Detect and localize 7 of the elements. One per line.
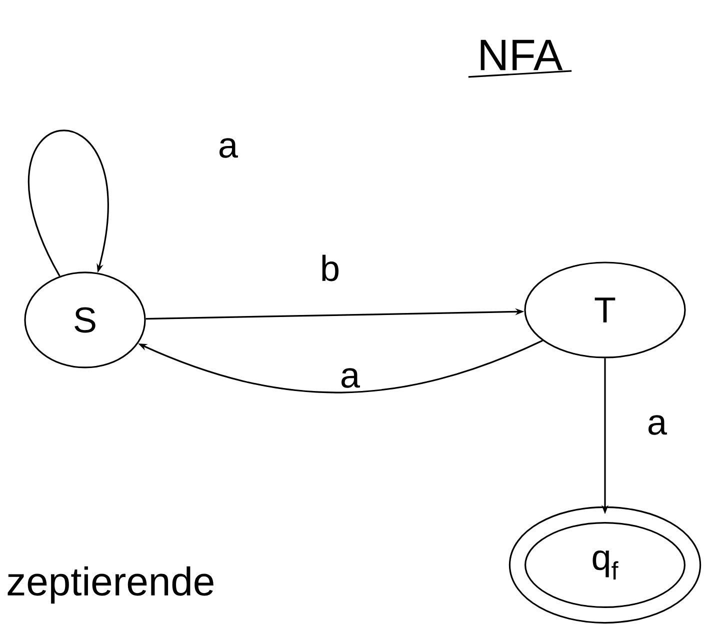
edge-label: a [646,414,668,436]
title: NFA [480,40,563,70]
note-text: zeptierende [8,566,214,604]
edge-label: b [319,254,342,282]
arrow [28,130,108,276]
edge-label: a [217,137,240,159]
edge-label: a [339,367,362,389]
